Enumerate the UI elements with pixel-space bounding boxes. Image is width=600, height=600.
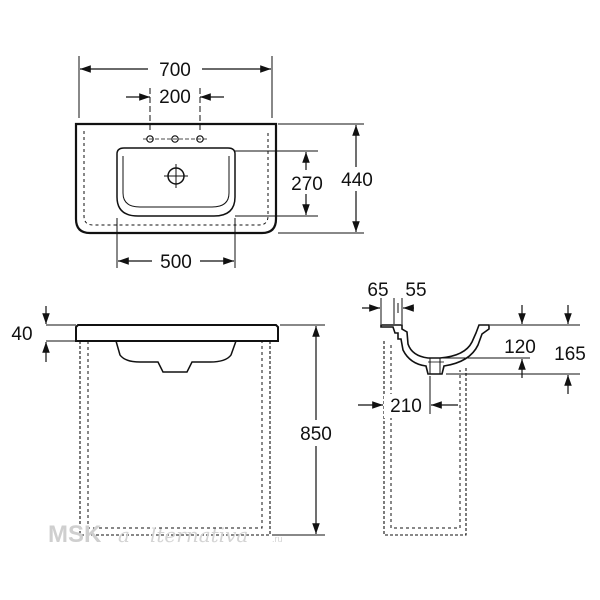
bowl-front (115, 340, 237, 373)
side-view (358, 298, 580, 536)
watermark-suffix: .ru (272, 534, 283, 544)
dim-label-700: 700 (159, 60, 191, 81)
dim-label-850: 850 (300, 424, 332, 445)
tap-hole-center (171, 135, 179, 143)
watermark-brand: MSK (48, 521, 102, 548)
dim-label-440: 440 (341, 170, 373, 191)
basin-outline-top (74, 122, 278, 235)
top-view (74, 56, 364, 268)
dim-label-200: 200 (159, 87, 191, 108)
dim-label-120: 120 (504, 337, 536, 358)
watermark-script-letter: a (118, 523, 130, 547)
dim-label-270: 270 (291, 174, 323, 195)
cabinet-front (79, 341, 271, 536)
cabinet-side (383, 341, 467, 536)
dim-label-40: 40 (11, 324, 32, 345)
bowl-outline-top (116, 147, 236, 217)
dim-label-65: 65 (367, 280, 388, 301)
basin-profile-side (380, 324, 490, 375)
dim-label-55: 55 (405, 280, 426, 301)
front-view (42, 306, 325, 536)
watermark-script: lternativa (150, 523, 248, 547)
watermark: MSK a lternativa .ru (48, 521, 283, 548)
dim-label-165: 165 (554, 344, 586, 365)
dim-label-500: 500 (160, 252, 192, 273)
basin-rim-front (75, 324, 279, 342)
dim-label-210: 210 (390, 396, 422, 417)
